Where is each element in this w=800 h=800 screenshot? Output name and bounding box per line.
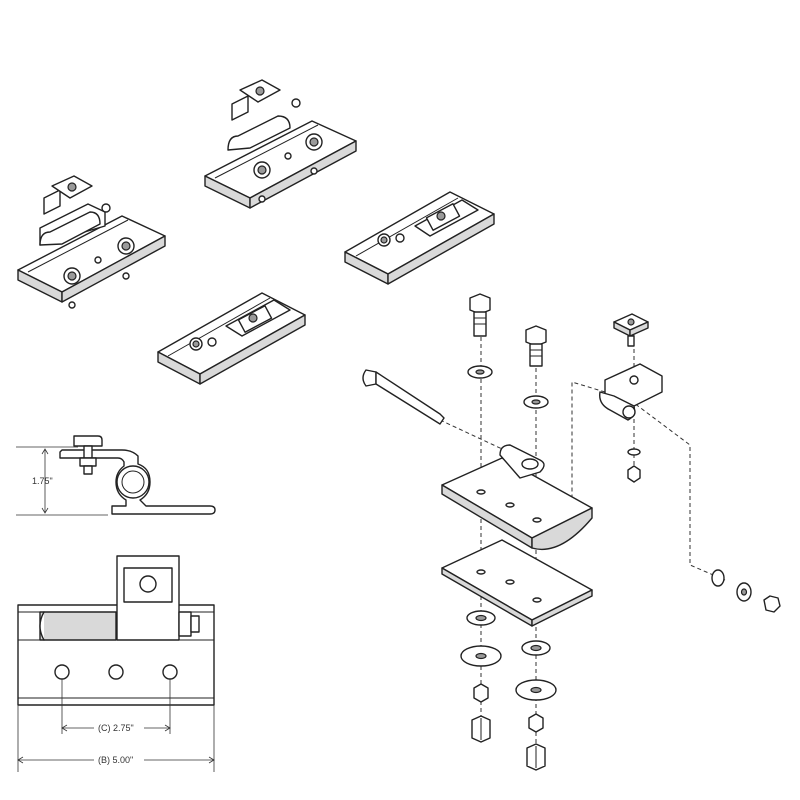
small-washer [627, 448, 641, 456]
mounting-hole-left [54, 664, 70, 680]
small-nut [627, 465, 641, 483]
mounting-hole-right [162, 664, 178, 680]
side-lock-washer [711, 569, 725, 587]
front-plan-view: (C) 2.75" (B) 5.00" [17, 555, 215, 772]
hole-spacing-dimension-label: (C) 2.75" [98, 723, 134, 733]
hinge-leaf-upper [441, 444, 593, 550]
side-hex-nut [763, 595, 781, 613]
hinge-assembly-iso-2 [204, 79, 357, 209]
hinge-leaf-lower [441, 539, 593, 627]
exploded-assembly-view [362, 293, 781, 771]
hinge-bracket [599, 363, 663, 421]
hinge-pin [362, 369, 445, 425]
mounting-hole-center [108, 664, 124, 680]
hinge-assembly-iso-1 [17, 175, 166, 309]
hex-bolt-2 [525, 325, 547, 367]
overall-length-dimension-label: (B) 5.00" [98, 755, 133, 765]
hinge-flat-iso-1 [344, 191, 495, 285]
hinge-flat-iso-2 [157, 292, 306, 385]
height-dimension-label: 1.75" [32, 476, 53, 486]
side-profile-view: 1.75" [16, 435, 216, 516]
bracket-clip [613, 313, 649, 347]
hex-bolt-1 [469, 293, 491, 337]
hex-nut-1 [473, 683, 489, 703]
hex-nut-2 [528, 713, 544, 733]
